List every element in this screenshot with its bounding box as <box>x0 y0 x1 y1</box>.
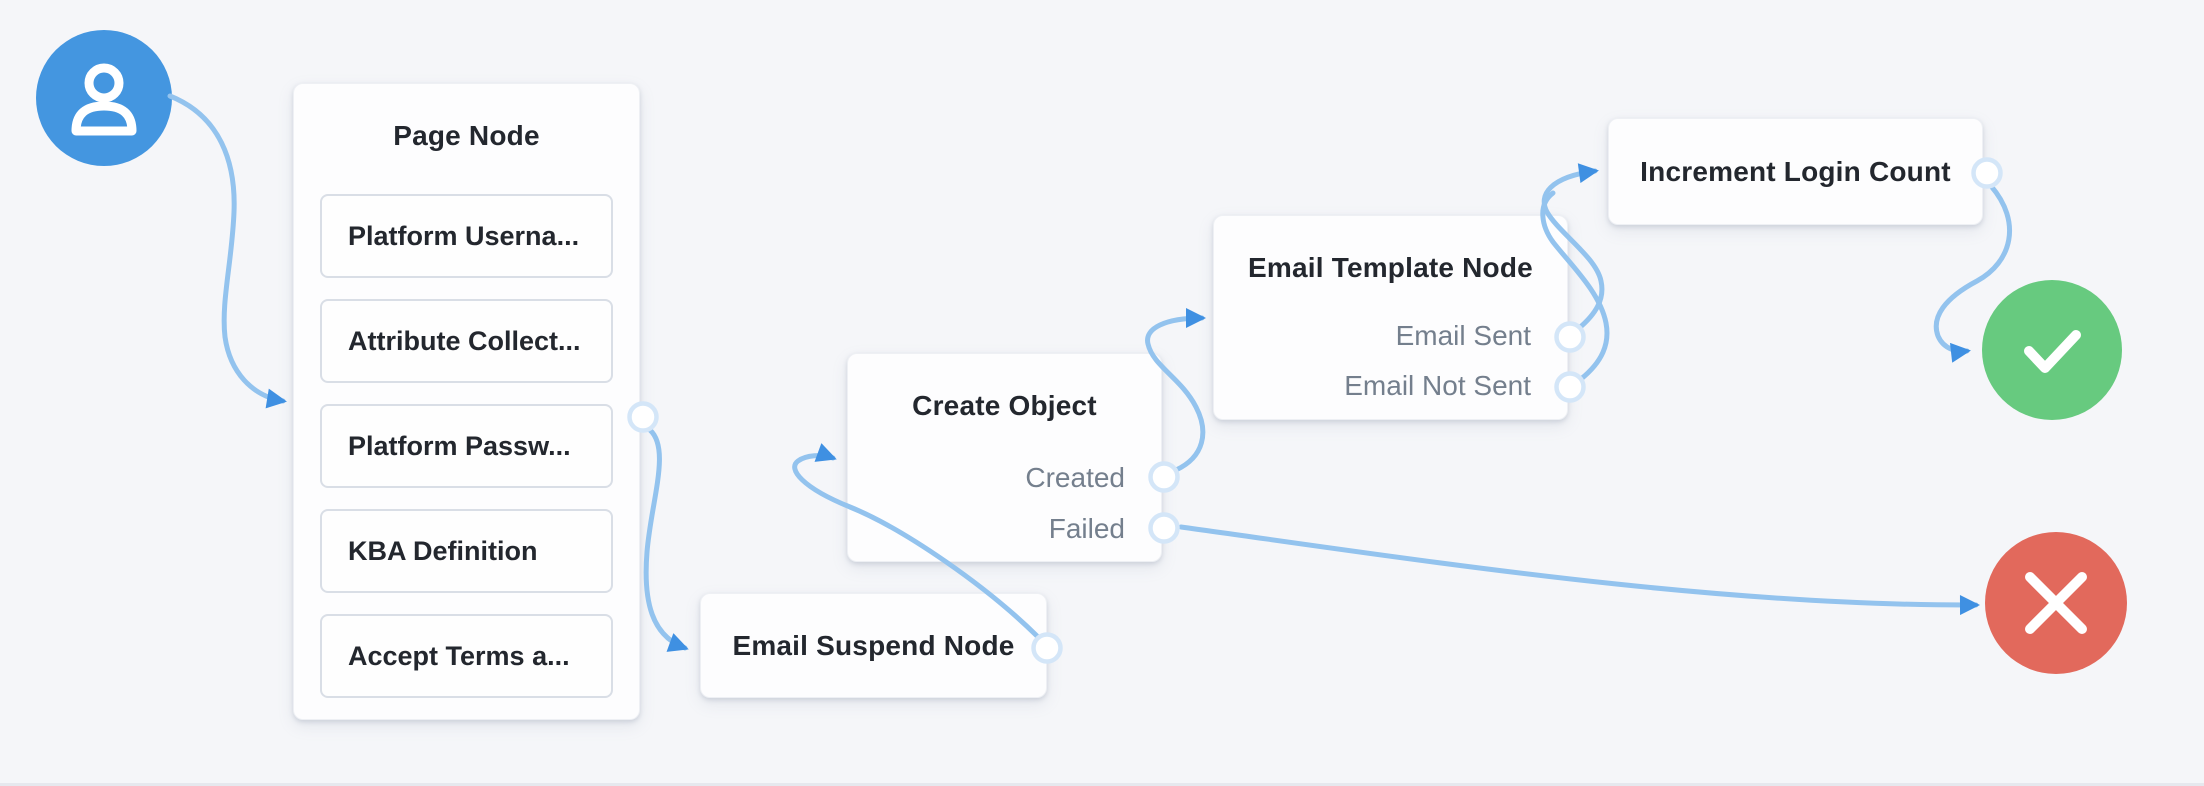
node-increment-login-count[interactable]: Increment Login Count <box>1608 118 1983 225</box>
node-email-suspend[interactable]: Email Suspend Node <box>700 593 1047 698</box>
page-child-attribute-collector[interactable]: Attribute Collect... <box>320 299 613 383</box>
node-title: Page Node <box>393 120 540 151</box>
failure-node[interactable] <box>1985 532 2127 674</box>
success-node[interactable] <box>1982 280 2122 420</box>
outcome-email-sent: Email Sent <box>1395 320 1531 351</box>
wire-page-node-to-email-suspend <box>643 427 689 652</box>
wire-failed-to-failure <box>1178 524 1980 616</box>
node-email-template[interactable]: Email Template Node Email Sent Email Not… <box>1213 215 1568 420</box>
page-child-accept-terms[interactable]: Accept Terms a... <box>320 614 613 698</box>
node-create-object[interactable]: Create Object Created Failed <box>847 353 1162 562</box>
user-icon <box>71 63 137 136</box>
node-page-node[interactable]: Page Node Platform Userna... Attribute C… <box>293 83 640 720</box>
x-icon <box>2025 572 2087 634</box>
page-child-platform-password[interactable]: Platform Passw... <box>320 404 613 488</box>
page-child-kba-definition[interactable]: KBA Definition <box>320 509 613 593</box>
page-child-platform-username[interactable]: Platform Userna... <box>320 194 613 278</box>
start-node[interactable] <box>36 30 172 166</box>
page-node-children: Platform Userna... Attribute Collect... … <box>320 194 613 719</box>
node-title: Email Template Node <box>1248 252 1533 283</box>
outcome-email-not-sent: Email Not Sent <box>1344 370 1531 401</box>
outcome-created: Created <box>1025 462 1125 493</box>
node-title: Increment Login Count <box>1640 155 1951 187</box>
outcome-failed: Failed <box>1048 513 1125 544</box>
node-title: Email Suspend Node <box>732 629 1015 661</box>
node-title: Create Object <box>912 390 1097 421</box>
check-icon <box>2024 330 2081 373</box>
wire-start-to-page-node <box>167 93 287 409</box>
